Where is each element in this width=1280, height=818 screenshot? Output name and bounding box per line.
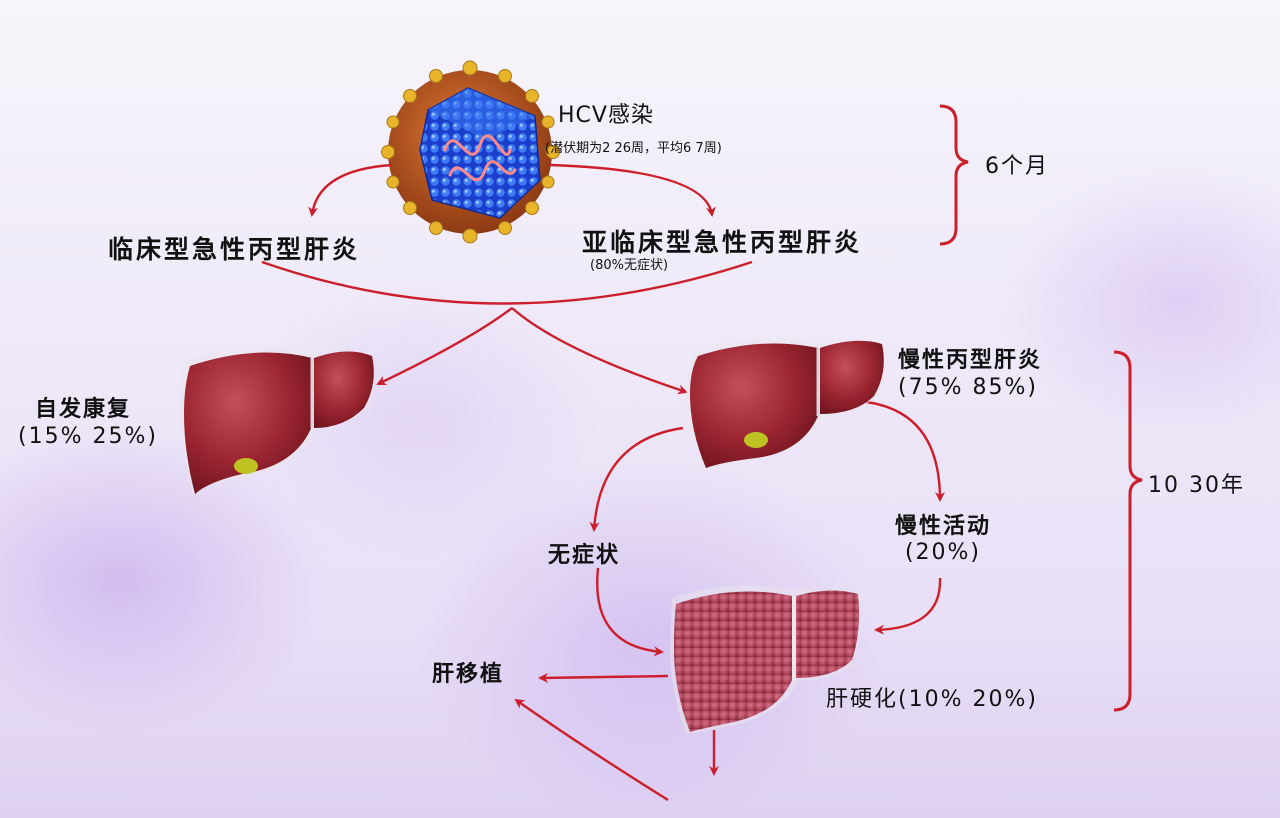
chronic-label: 慢性丙型肝炎	[898, 348, 1043, 373]
bracket-6-months	[939, 104, 969, 246]
arrow-to-active	[865, 400, 945, 502]
timeline-6-months: 6个月	[985, 154, 1049, 179]
liver-icon	[180, 347, 374, 496]
incubation-note: (潜伏期为2 26周，平均6 7周)	[545, 141, 722, 156]
asymptomatic-label: 无症状	[548, 543, 621, 568]
arrow-to-clinical	[308, 163, 393, 217]
timeline-10-30-years: 10 30年	[1148, 473, 1245, 498]
arrow-to-asymptomatic	[589, 426, 684, 532]
arrow-to-subclinical	[549, 163, 716, 217]
chronic-pct: (75% 85%)	[898, 375, 1038, 400]
arrow-asymptomatic-to-cirrhosis	[596, 567, 664, 657]
chronic-active-pct: (20%)	[904, 540, 982, 565]
hcv-virus-icon	[381, 60, 560, 244]
subclinical-note: (80%无症状)	[590, 258, 669, 273]
bracket-10-30-years	[1113, 350, 1143, 712]
arrow-to-chronic	[511, 307, 688, 395]
transplant-label: 肝移植	[432, 662, 505, 687]
recovery-pct: (15% 25%)	[18, 424, 158, 449]
subclinical-acute-label: 亚临床型急性丙型肝炎	[582, 228, 863, 257]
arrow-to-recovery	[376, 307, 513, 386]
chronic-active-label: 慢性活动	[894, 514, 991, 539]
arrow-cirrhosis-to-transplant	[538, 672, 669, 683]
liver-icon	[670, 585, 860, 734]
hcv-infection-title: HCV感染	[558, 103, 654, 128]
acute-convergence-curve	[261, 260, 753, 305]
arrow-back-to-transplant	[514, 698, 669, 802]
recovery-label: 自发康复	[35, 397, 132, 422]
clinical-acute-label: 临床型急性丙型肝炎	[108, 235, 361, 264]
liver-icon	[686, 338, 884, 470]
cirrhosis-label: 肝硬化(10% 20%)	[826, 687, 1038, 712]
arrow-active-to-cirrhosis	[874, 577, 942, 635]
